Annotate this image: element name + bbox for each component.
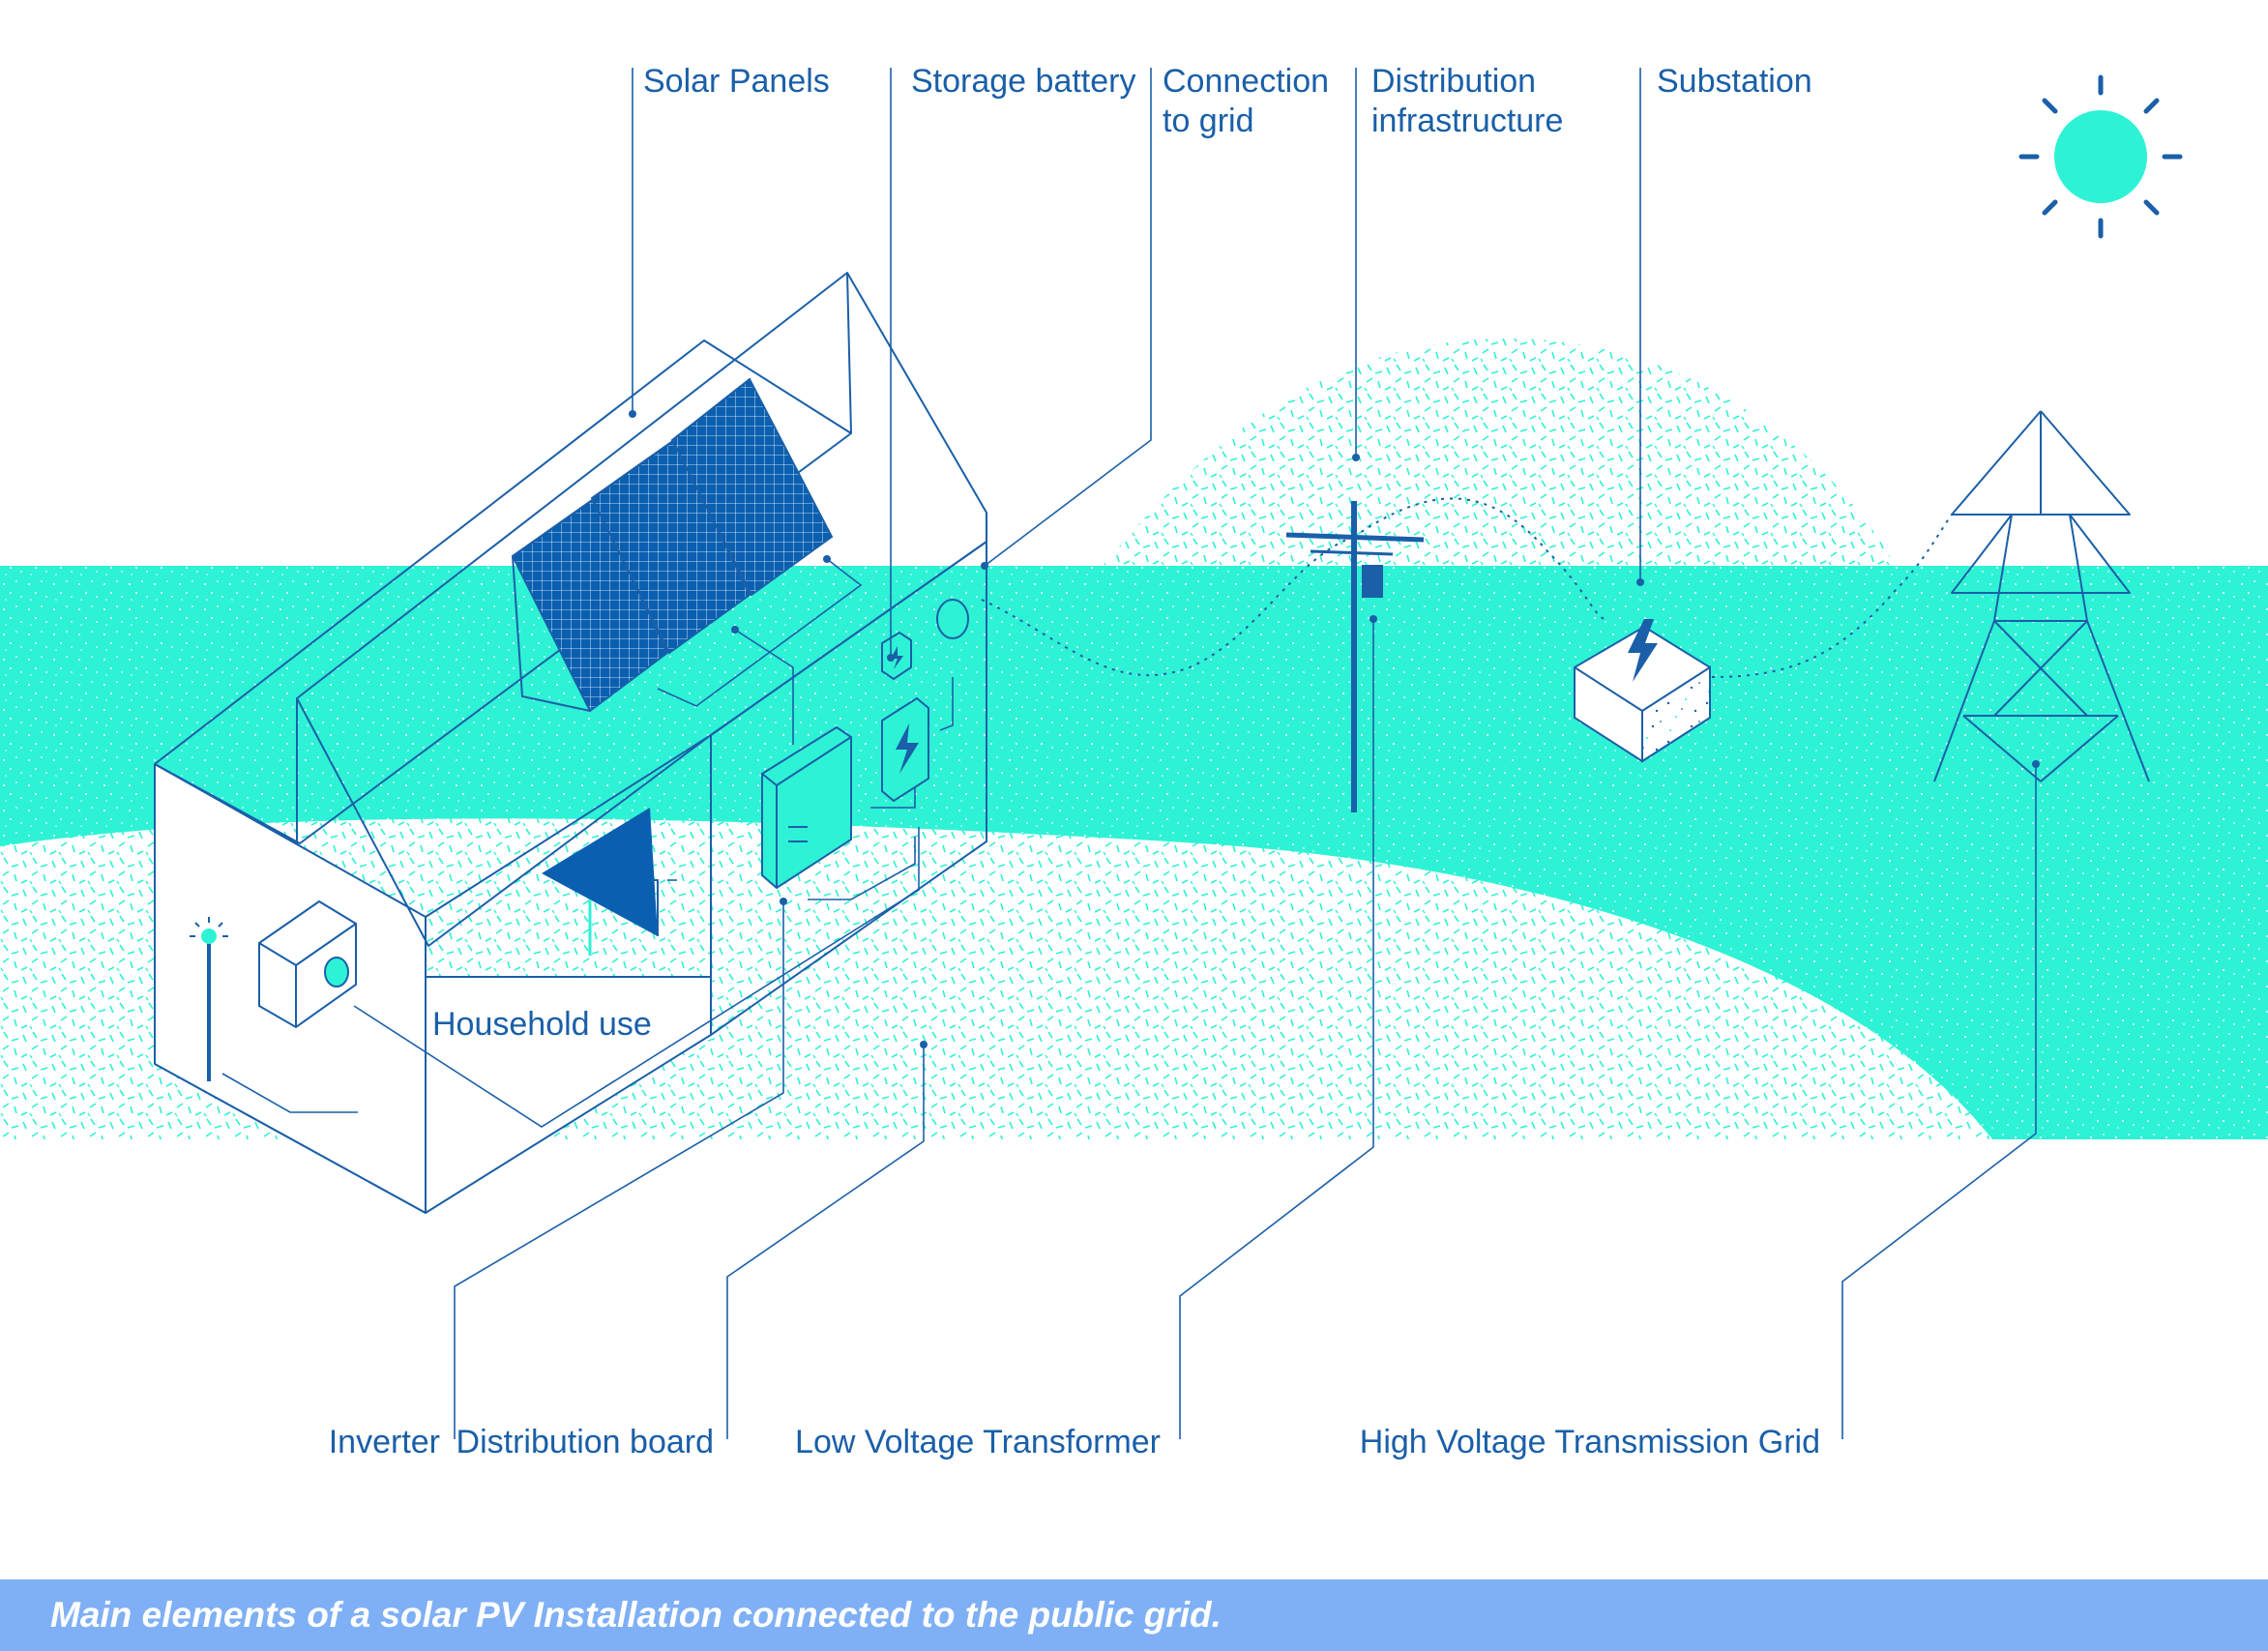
label-low-voltage-transformer: Low Voltage Transformer: [795, 1424, 1161, 1460]
transmission-tower: [1933, 410, 2150, 782]
sun-icon: [2018, 74, 2183, 239]
label-inverter: Inverter: [329, 1424, 440, 1460]
label-storage-battery: Storage battery: [911, 63, 1135, 100]
lightning-bolt-icon: [896, 723, 919, 774]
grid-meter: [936, 599, 969, 639]
substation-box: [1574, 619, 1711, 763]
lamp-icon: [190, 917, 228, 1081]
label-distribution-board: Distribution board: [457, 1424, 714, 1460]
pole-transformer: [1362, 565, 1383, 598]
inverter-unit: [761, 725, 852, 890]
leader-dots: [629, 410, 2040, 1048]
washing-machine-icon: [258, 899, 357, 1029]
solar-panel-3: [670, 377, 834, 597]
solar-panel-2: [590, 438, 751, 655]
power-lines: [981, 497, 1953, 678]
label-connection-to-grid-line1: Connection: [1163, 63, 1329, 100]
solar-panels: [511, 377, 834, 713]
label-distribution-infrastructure-line1: Distribution: [1371, 63, 1536, 100]
label-substation: Substation: [1657, 63, 1812, 100]
house-window: [542, 808, 658, 936]
label-household-use: Household use: [432, 1006, 652, 1043]
distribution-board-unit: [881, 696, 929, 803]
leader-lines: [454, 68, 2037, 1439]
lightning-bolt-icon: [1628, 619, 1658, 682]
label-connection-to-grid-line2: to grid: [1163, 103, 1254, 139]
distant-hill: [1103, 339, 1896, 566]
solar-panel-1: [511, 496, 669, 713]
label-solar-panels: Solar Panels: [643, 63, 830, 100]
label-distribution-infrastructure-line2: infrastructure: [1371, 103, 1563, 139]
caption-bar: [0, 1579, 2268, 1651]
labels: Solar Panels Storage battery Connection …: [329, 63, 1820, 1460]
figure-caption: Main elements of a solar PV Installation…: [50, 1595, 1222, 1635]
storage-battery-unit: [881, 631, 912, 681]
label-high-voltage-transmission-grid: High Voltage Transmission Grid: [1360, 1424, 1820, 1460]
